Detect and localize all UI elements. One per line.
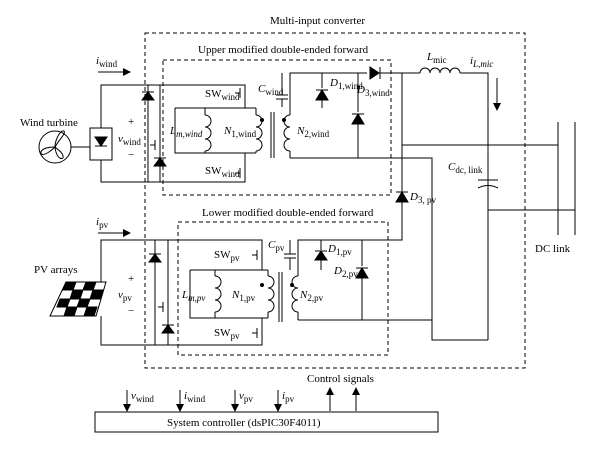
d3-pv-diode bbox=[395, 191, 409, 203]
svg-text:vpv: vpv bbox=[118, 289, 132, 303]
svg-text:N2,pv: N2,pv bbox=[299, 289, 324, 303]
svg-text:ipv: ipv bbox=[96, 216, 109, 230]
wind-input-diode-lower bbox=[153, 157, 167, 167]
lower-section-title: Lower modified double-ended forward bbox=[202, 207, 374, 219]
svg-text:vwind: vwind bbox=[118, 133, 141, 147]
svg-text:D1,pv: D1,pv bbox=[327, 243, 352, 257]
svg-text:SWpv: SWpv bbox=[214, 327, 240, 341]
svg-text:Lm,pv: Lm,pv bbox=[181, 289, 205, 303]
d1-wind-diode bbox=[315, 73, 329, 108]
c-wind-capacitor bbox=[276, 73, 288, 107]
svg-text:Cdc, link: Cdc, link bbox=[448, 161, 483, 175]
svg-text:ipv: ipv bbox=[282, 390, 295, 404]
svg-text:iwind: iwind bbox=[184, 390, 206, 404]
wind-turbine-icon bbox=[38, 130, 72, 164]
upper-section-title: Upper modified double-ended forward bbox=[198, 44, 369, 56]
sw-pv-lower bbox=[252, 325, 263, 340]
controller-input-i-wind: iwind bbox=[176, 390, 206, 412]
svg-text:N1,pv: N1,pv bbox=[231, 289, 256, 303]
svg-text:−: − bbox=[128, 149, 134, 161]
n1-pv-winding bbox=[262, 269, 275, 319]
lower-forward-boundary bbox=[177, 221, 389, 356]
pv-array-icon bbox=[49, 281, 107, 317]
svg-text:Cwind: Cwind bbox=[258, 83, 284, 97]
pv-input-diode-upper bbox=[148, 253, 162, 263]
wind-input-diode-upper bbox=[141, 91, 155, 101]
c-pv-capacitor bbox=[284, 240, 296, 270]
controller-input-i-pv: ipv bbox=[274, 390, 295, 412]
svg-text:Cpv: Cpv bbox=[268, 239, 285, 253]
d3-wind-diode bbox=[369, 66, 381, 80]
system-controller-label: System controller (dsPIC30F4011) bbox=[167, 417, 321, 429]
dc-link-label: DC link bbox=[535, 243, 571, 255]
pv-input-diode-lower bbox=[161, 324, 175, 334]
system-controller-box bbox=[94, 411, 439, 433]
svg-text:D3,wind: D3,wind bbox=[356, 84, 390, 98]
wind-rectifier bbox=[89, 127, 113, 161]
l-mic-inductor bbox=[419, 67, 461, 74]
n2-wind-winding bbox=[283, 108, 291, 158]
controller-input-v-pv: vpv bbox=[231, 390, 253, 412]
sw-pv-upper bbox=[252, 247, 263, 262]
d1-pv-diode bbox=[314, 240, 328, 270]
svg-text:Lm,wind: Lm,wind bbox=[169, 125, 203, 139]
d2-wind-diode bbox=[351, 73, 365, 158]
svg-text:SWwind: SWwind bbox=[205, 165, 240, 179]
svg-text:Lmic: Lmic bbox=[426, 51, 447, 65]
svg-text:vwind: vwind bbox=[131, 390, 154, 404]
svg-text:N2,wind: N2,wind bbox=[296, 125, 330, 139]
wind-input-switch bbox=[150, 136, 161, 152]
controller-input-v-wind: vwind bbox=[123, 390, 154, 412]
svg-text:iL,mic: iL,mic bbox=[470, 55, 493, 69]
svg-text:N1,wind: N1,wind bbox=[223, 125, 257, 139]
svg-text:+: + bbox=[128, 116, 134, 128]
wind-turbine-label: Wind turbine bbox=[20, 117, 78, 129]
upper-forward-boundary bbox=[162, 59, 392, 196]
svg-text:−: − bbox=[128, 305, 134, 317]
sw-wind-upper bbox=[235, 85, 246, 98]
svg-text:SWwind: SWwind bbox=[205, 88, 240, 102]
pv-input-switch bbox=[158, 298, 169, 314]
c-dc-link-capacitor bbox=[477, 145, 499, 189]
svg-text:+: + bbox=[128, 273, 134, 285]
svg-text:D2,pv: D2,pv bbox=[333, 265, 358, 279]
lm-pv-inductor bbox=[214, 270, 222, 318]
multi-input-converter-boundary bbox=[144, 32, 526, 369]
i-wind-label: iwind bbox=[96, 55, 118, 69]
pv-arrays-label: PV arrays bbox=[34, 264, 77, 276]
svg-text:D3, pv: D3, pv bbox=[409, 191, 436, 205]
n2-pv-winding bbox=[291, 270, 299, 320]
control-signals-label: Control signals bbox=[307, 373, 374, 385]
converter-title: Multi-input converter bbox=[270, 15, 365, 27]
svg-text:D1,wind: D1,wind bbox=[329, 77, 363, 91]
svg-text:vpv: vpv bbox=[239, 390, 253, 404]
svg-text:SWpv: SWpv bbox=[214, 249, 240, 263]
d2-pv-diode bbox=[355, 240, 369, 320]
lm-wind-inductor bbox=[204, 108, 212, 153]
